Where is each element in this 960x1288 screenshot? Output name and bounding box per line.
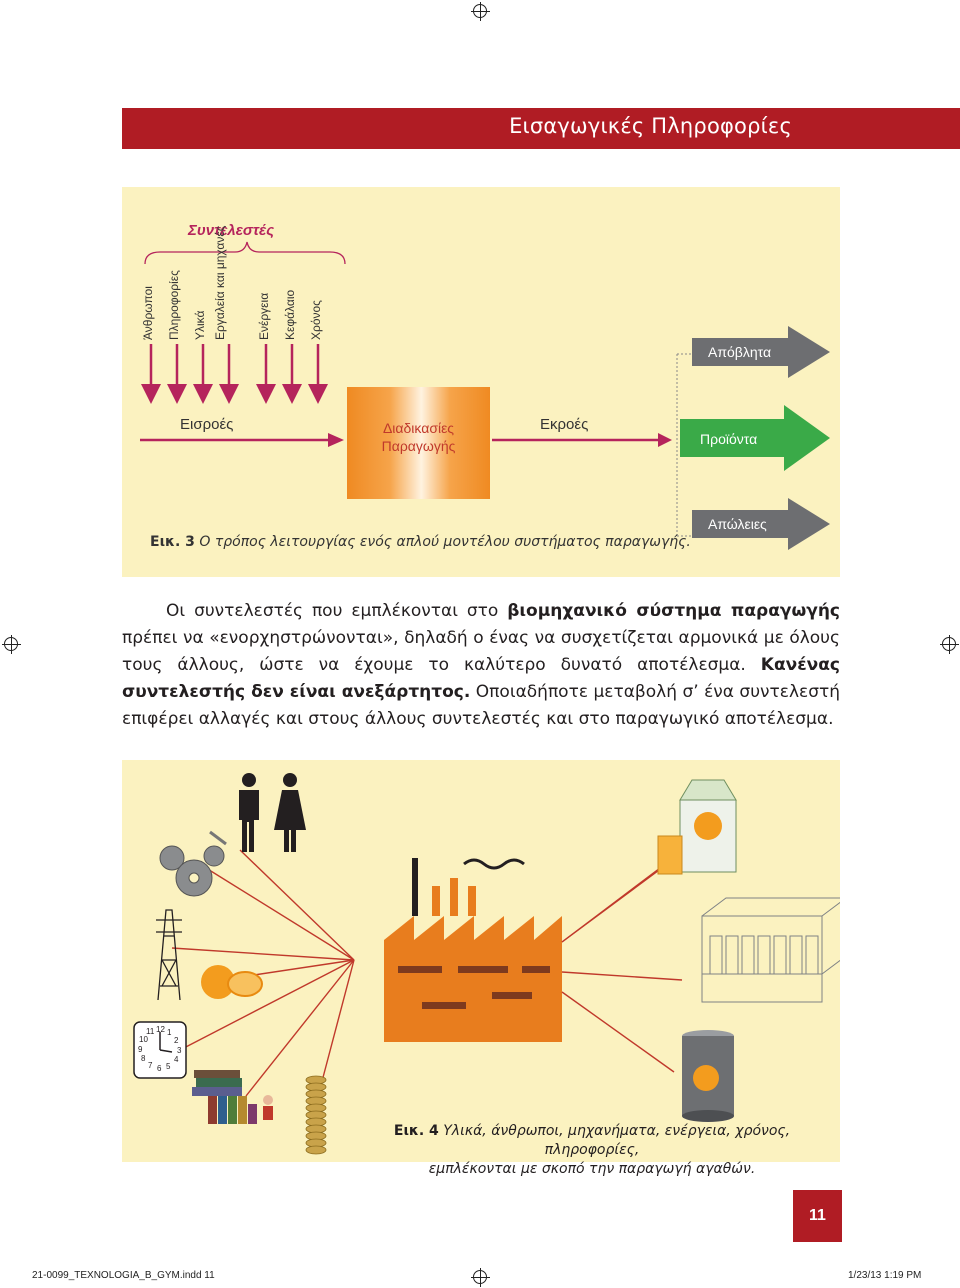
books-icon (192, 1070, 273, 1124)
losses-label: Απώλειες (708, 516, 767, 532)
factor-label-materials: Υλικά (193, 310, 207, 340)
clock-numeral-2: 2 (174, 1036, 179, 1045)
body-bold-1: βιομηχανικό σύστημα παραγωγής (507, 601, 841, 621)
clock-numeral-10: 10 (139, 1035, 148, 1044)
production-process-box: Διαδικασίες Παραγωγής (347, 387, 490, 499)
clock-numeral-11: 11 (146, 1027, 155, 1036)
beverage-can-icon (682, 1030, 734, 1122)
factors-title: Συντελεστές (188, 222, 275, 239)
people-icon (239, 773, 306, 852)
outputs-label: Εκροές (540, 416, 589, 433)
factor-label-capital: Κεφάλαιο (283, 289, 297, 340)
figure-4-caption-prefix: Εικ. 4 (393, 1123, 439, 1139)
slug-left: 21-0099_TEXNOLOGIA_B_GYM.indd 11 (32, 1270, 215, 1281)
factor-label-tools: Εργαλεία και μηχανές (213, 226, 227, 340)
chapter-header: Εισαγωγικές Πληροφορίες (122, 108, 960, 149)
registration-mark-bottom (471, 1268, 490, 1287)
clock-numeral-8: 8 (141, 1054, 146, 1063)
figure-4-caption: Εικ. 4 Υλικά, άνθρωποι, μηχανήματα, ενέρ… (352, 1122, 832, 1179)
registration-mark-left (2, 635, 21, 654)
body-bold-2: Κανένας συντελεστής δεν είναι ανεξάρτητο… (122, 655, 840, 702)
figure-4-caption-text-1: Υλικά, άνθρωποι, μηχανήματα, ενέργεια, χ… (438, 1123, 791, 1158)
factor-arrows (141, 344, 328, 404)
registration-mark-right (940, 635, 959, 654)
body-paragraph: Οι συντελεστές που εμπλέκονται στο βιομη… (122, 598, 840, 733)
clock-numeral-1: 1 (167, 1028, 172, 1037)
products-label: Προϊόντα (700, 431, 758, 447)
clock-numeral-6: 6 (157, 1064, 162, 1073)
body-text-2: πρέπει να «ενορχηστρώνονται», δηλαδή ο έ… (122, 628, 840, 675)
clock-numeral-5: 5 (166, 1062, 171, 1071)
waste-label: Απόβλητα (708, 344, 772, 360)
chapter-title: Εισαγωγικές Πληροφορίες (509, 114, 792, 138)
figure-3-caption-text: Ο τρόπος λειτουργίας ενός απλού μοντέλου… (194, 534, 691, 550)
losses-arrow (692, 498, 830, 550)
factor-label-energy: Ενέργεια (257, 292, 271, 340)
body-text-1: Οι συντελεστές που εμπλέκονται στο (166, 601, 508, 621)
page-number: 11 (793, 1190, 842, 1242)
power-pylon-icon (156, 909, 182, 1001)
oranges-icon (201, 965, 263, 999)
waste-arrow (692, 326, 830, 378)
clock-numeral-9: 9 (138, 1045, 143, 1054)
body-text-3: Οποιαδήποτε μεταβολή σ’ ένα συντελεστή ε… (122, 682, 840, 729)
juice-carton-icon (657, 779, 737, 875)
figure-3-caption: Εικ. 3 Ο τρόπος λειτουργίας ενός απλού μ… (150, 534, 691, 550)
clock-numeral-12: 12 (156, 1025, 165, 1034)
bottle-crate-icon (701, 897, 840, 1003)
clock-face: 12 1 2 3 4 5 6 7 8 9 10 11 (134, 1022, 186, 1078)
figure-4-caption-line1: Εικ. 4 Υλικά, άνθρωποι, μηχανήματα, ενέρ… (352, 1122, 832, 1160)
factor-label-people: Άνθρωποι (141, 286, 155, 340)
clock-numeral-3: 3 (177, 1046, 182, 1055)
coins-icon (305, 1075, 327, 1155)
gears-icon (159, 830, 227, 897)
inputs-label: Εισροές (180, 416, 234, 433)
factor-label-time: Χρόνος (309, 300, 323, 340)
products-arrow (680, 405, 830, 471)
outputs-arrow (492, 433, 672, 447)
factor-label-tools-text: Εργαλεία και μηχανές (213, 225, 227, 340)
slug-right: 1/23/13 1:19 PM (848, 1270, 922, 1281)
figure-3-caption-prefix: Εικ. 3 (150, 534, 195, 550)
clock-numeral-7: 7 (148, 1061, 153, 1070)
output-lines (561, 861, 683, 1073)
inputs-arrow (140, 433, 344, 447)
factor-label-information: Πληροφορίες (167, 270, 181, 340)
clock-icon (133, 1021, 187, 1079)
figure-4-caption-line2: εμπλέκονται με σκοπό την παραγωγή αγαθών… (428, 1161, 756, 1177)
clock-numeral-4: 4 (174, 1055, 179, 1064)
process-label-line2: Παραγωγής (381, 438, 456, 454)
figure-4-illustration (133, 773, 840, 1155)
registration-mark-top (471, 2, 490, 21)
factory-icon (384, 858, 562, 1042)
process-label-line1: Διαδικασίες (382, 420, 455, 436)
factors-bracket (144, 241, 346, 265)
